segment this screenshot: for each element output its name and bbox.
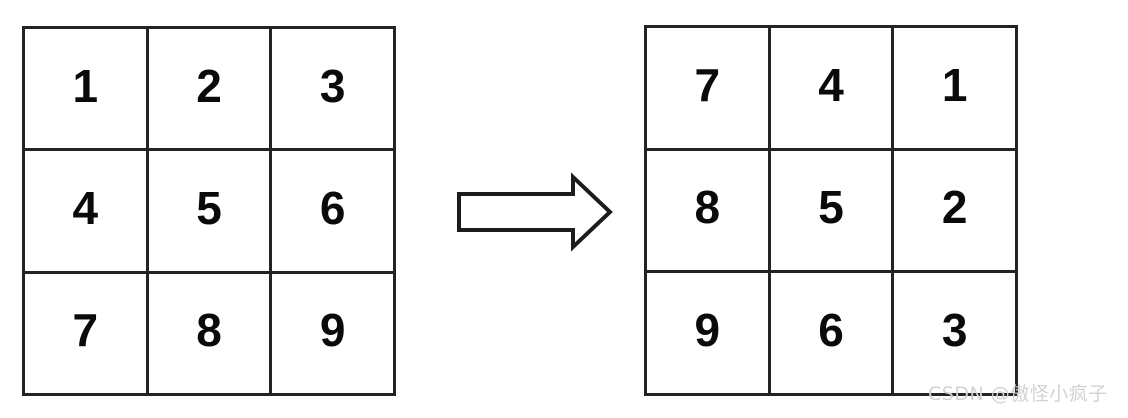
cell-value: 9 — [319, 304, 346, 357]
matrix-cell: 9 — [272, 273, 393, 393]
cell-value: 8 — [694, 181, 721, 234]
cell-value: 6 — [319, 182, 346, 235]
matrix-cell: 2 — [894, 150, 1015, 271]
cell-value: 7 — [694, 59, 721, 112]
cell-value: 8 — [196, 304, 222, 357]
cell-value: 1 — [72, 59, 99, 112]
matrix-cell: 6 — [272, 151, 393, 271]
original-matrix-grid: 1 2 3 4 5 6 7 8 9 — [22, 26, 396, 396]
matrix-cell: 1 — [25, 29, 146, 149]
matrix-cell: 9 — [647, 273, 768, 393]
cell-value: 4 — [72, 182, 99, 235]
matrix-cell: 8 — [647, 150, 768, 271]
cell-value: 4 — [818, 59, 844, 112]
matrix-cell: 1 — [894, 28, 1015, 148]
matrix-cell: 6 — [770, 273, 892, 393]
cell-value: 3 — [941, 304, 968, 357]
cell-value: 5 — [196, 182, 222, 235]
watermark: CSDN @傲怪小疯子 — [928, 383, 1108, 405]
matrix-cell: 7 — [647, 28, 768, 148]
cell-value: 1 — [941, 59, 968, 112]
cell-value: 9 — [694, 304, 721, 357]
cell-value: 5 — [818, 181, 844, 234]
matrix-cell: 5 — [148, 151, 270, 271]
right-arrow-icon — [452, 168, 616, 256]
matrix-cell: 3 — [272, 29, 393, 149]
matrix-cell: 8 — [148, 273, 270, 393]
matrix-cell: 7 — [25, 273, 146, 393]
matrix-cell: 4 — [25, 151, 146, 271]
cell-value: 7 — [72, 304, 99, 357]
rotated-matrix-grid: 7 4 1 8 5 2 9 6 3 — [644, 25, 1018, 396]
matrix-cell: 3 — [894, 273, 1015, 393]
cell-value: 3 — [319, 59, 346, 112]
matrix-cell: 2 — [148, 29, 270, 149]
cell-value: 2 — [941, 181, 968, 234]
cell-value: 6 — [818, 304, 844, 357]
matrix-cell: 5 — [770, 150, 892, 271]
matrix-cell: 4 — [770, 28, 892, 148]
cell-value: 2 — [196, 59, 222, 112]
